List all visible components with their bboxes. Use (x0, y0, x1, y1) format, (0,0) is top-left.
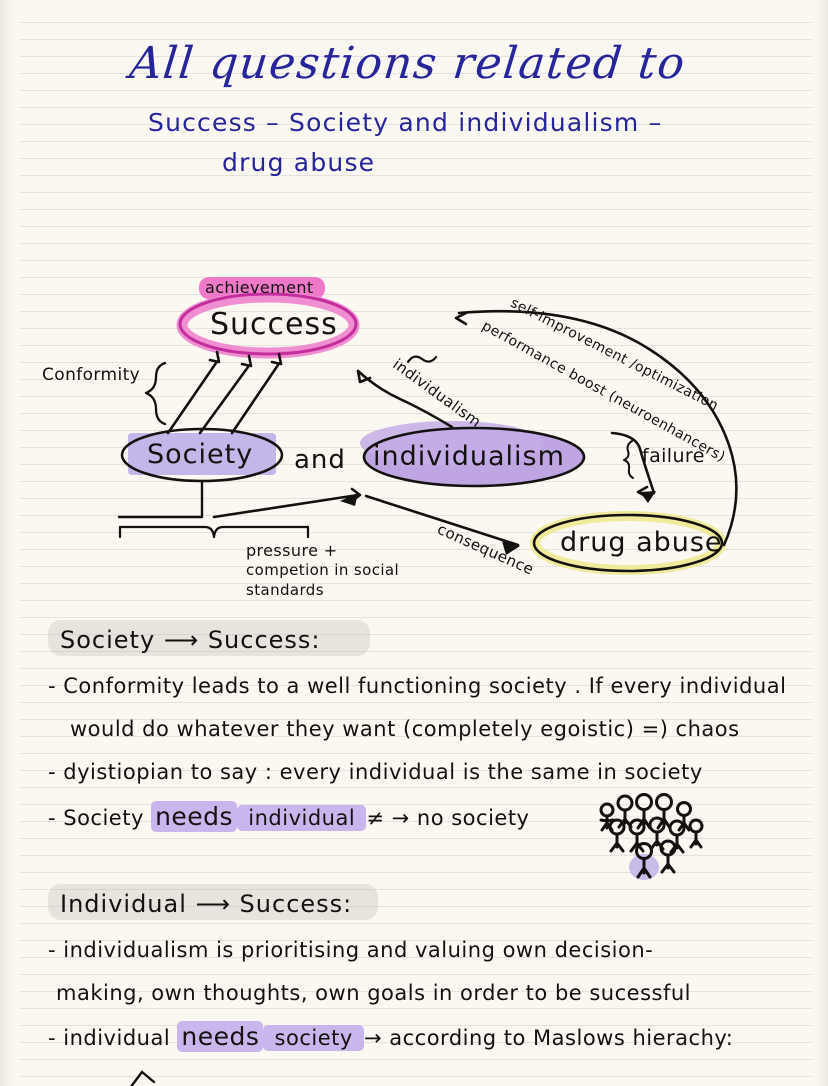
society-success-arrowhead-1 (208, 350, 221, 364)
paper-edge-left (0, 0, 20, 1086)
achievement-tag: achievement (205, 278, 314, 297)
failure-arrowhead-2 (640, 491, 656, 503)
node-label-individualism: individualism (373, 441, 565, 472)
edge-label-pressure-1: pressure + (246, 541, 338, 560)
bullet-individual-1: - individualism is prioritising and valu… (48, 938, 654, 962)
bullet-society-2: would do whatever they want (completely … (70, 717, 740, 741)
bullet-society-3: - dyistiopian to say : every individual … (48, 760, 703, 784)
society-success-arrow-2 (198, 365, 250, 435)
section-heading-society-success: Society ⟶ Success: (60, 626, 321, 654)
bullet-society-4: - Society needs individual ≠ → no societ… (48, 801, 530, 832)
edge-label-pressure-3: standards (246, 581, 324, 599)
page-title-line-2: Success – Society and individualism – (148, 108, 663, 137)
bullet-individual-3-emphasis: needs (177, 1021, 264, 1052)
society-highlight-band (128, 433, 276, 475)
paper-edge-right (812, 0, 828, 1086)
bullet-society-4-highlight: individual (237, 805, 367, 831)
concept-map-diagram: achievement Success Society individualis… (0, 255, 828, 615)
bullet-individual-3-suffix: → according to Maslows hierachy: (363, 1026, 734, 1050)
bullet-individual-3: - individual needs society → according t… (48, 1021, 734, 1052)
connector-word-and: and (294, 445, 346, 475)
conformity-brace (144, 361, 167, 426)
edge-label-conformity: Conformity (42, 365, 141, 385)
individualism-success-arrowhead (356, 369, 372, 384)
pressure-individualism-arrow (212, 493, 360, 519)
individualism-fill-2 (360, 421, 544, 465)
failure-brace (623, 440, 634, 479)
edge-label-pressure-2: competion in social (246, 561, 400, 579)
section-heading-highlight-individual (48, 884, 378, 920)
section-heading-highlight-society (48, 620, 370, 656)
bullet-society-4-suffix: ≠ → no society (366, 806, 530, 830)
bullet-individual-3-highlight: society (263, 1025, 364, 1051)
drug-abuse-success-curve (457, 309, 738, 547)
diagram-strokes (117, 277, 738, 575)
bullet-individual-2: making, own thoughts, own goals in order… (56, 981, 692, 1005)
failure-arrow (610, 431, 656, 495)
page-title-line-1: All questions related to (127, 38, 689, 89)
page-title-line-3: drug abuse (222, 148, 376, 177)
pressure-brace (118, 525, 310, 539)
pressure-individualism-arrowhead-fill (340, 493, 358, 506)
partial-pen-stroke (130, 1070, 156, 1086)
success-ellipse (178, 292, 358, 356)
bullet-individual-3-prefix: - individual (48, 1026, 178, 1050)
society-success-arrow-3 (230, 363, 280, 435)
society-success-arrow-1 (166, 361, 218, 435)
individualism-arrow-squiggle (406, 355, 438, 364)
individualism-success-arrow (356, 369, 454, 429)
individualism-ellipse (362, 426, 586, 488)
bullet-society-4-prefix: - Society (48, 806, 152, 830)
section-heading-individual-success: Individual ⟶ Success: (60, 890, 353, 918)
drug-abuse-success-arrowhead (454, 311, 468, 326)
consequence-arrowhead (502, 541, 520, 555)
node-label-drug-abuse: drug abuse (560, 527, 723, 558)
drug-abuse-ellipse (532, 513, 724, 573)
society-success-arrowhead-2 (240, 354, 253, 368)
crowd-of-people-icon (599, 793, 704, 880)
edge-label-failure: failure (642, 445, 705, 467)
bullet-society-4-emphasis: needs (151, 801, 238, 832)
node-label-success: Success (210, 307, 338, 342)
society-success-arrowhead-3 (270, 352, 283, 366)
node-label-society: Society (147, 439, 254, 470)
consequence-arrow (364, 494, 520, 547)
society-pressure-line (117, 479, 204, 519)
bullet-society-1: - Conformity leads to a well functioning… (48, 674, 787, 698)
